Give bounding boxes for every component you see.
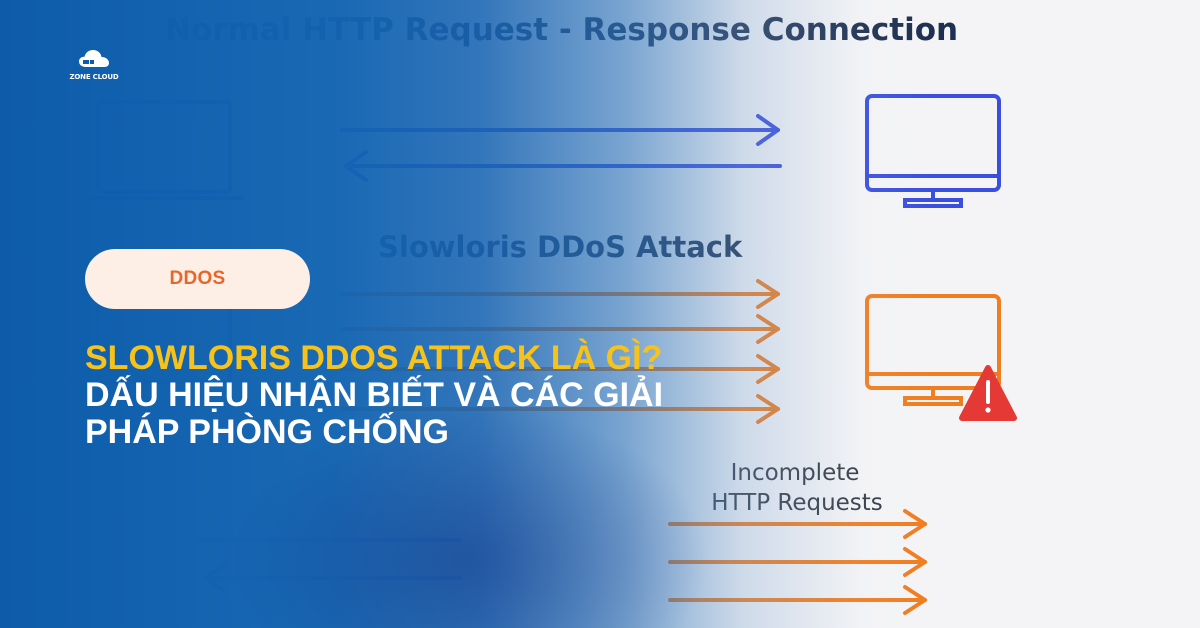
- incomplete-label-line2: HTTP Requests: [711, 490, 883, 516]
- incomplete-arrows: [668, 509, 927, 615]
- article-title: SLOWLORIS DDOS ATTACK LÀ GÌ? DẤU HIỆU NH…: [85, 340, 685, 451]
- cloud-icon: [79, 50, 109, 67]
- title-subtitle: DẤU HIỆU NHẬN BIẾT VÀ CÁC GIẢI PHÁP PHÒN…: [85, 376, 664, 451]
- logo-text: ZONE CLOUD: [69, 73, 119, 81]
- title-highlight: SLOWLORIS DDOS ATTACK LÀ GÌ?: [85, 339, 663, 377]
- category-tag[interactable]: DDOS: [85, 249, 310, 309]
- response-arrow: [344, 150, 782, 182]
- faded-arrows: [198, 538, 462, 593]
- client-laptop-icon: [84, 100, 244, 200]
- incomplete-label-line1: Incomplete: [731, 460, 860, 486]
- incomplete-arrow: [668, 547, 927, 577]
- zone-cloud-logo[interactable]: ZONE CLOUD: [66, 48, 122, 81]
- category-tag-label: DDOS: [169, 268, 226, 289]
- diagram-heading-attack: Slowloris DDoS Attack: [378, 230, 743, 264]
- attack-arrow: [340, 279, 780, 309]
- incomplete-arrow: [668, 585, 927, 615]
- normal-arrows: [340, 114, 782, 182]
- server-monitor-icon: [865, 94, 1001, 208]
- diagram-heading-normal: Normal HTTP Request - Response Connectio…: [165, 12, 958, 48]
- request-arrow: [340, 114, 780, 146]
